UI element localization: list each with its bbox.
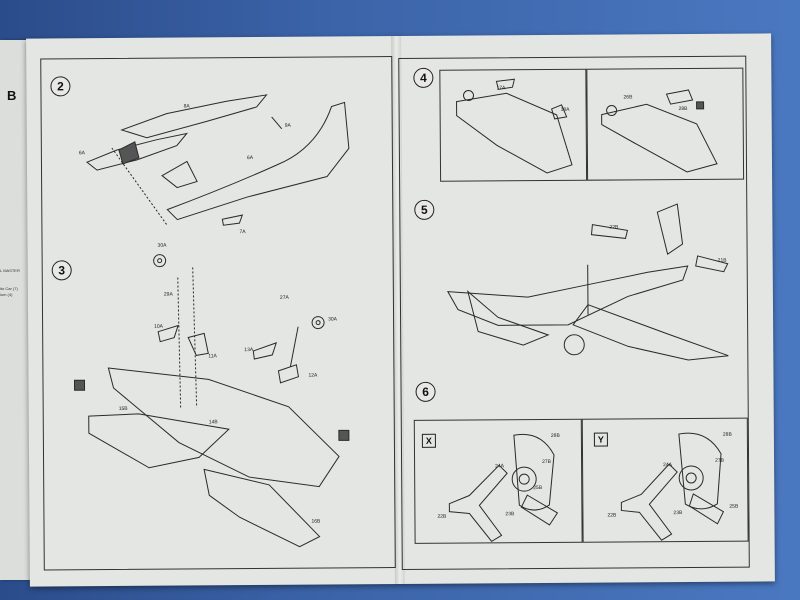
part-label: 25B: [533, 485, 543, 492]
part-label: 25B: [729, 503, 739, 510]
part-label: 26B: [623, 94, 633, 101]
page-letter: B: [7, 88, 17, 103]
part-label: 15B: [118, 405, 128, 412]
part-label: 12A: [308, 372, 318, 379]
part-label: 22B: [609, 224, 619, 231]
part-label: 14B: [208, 419, 218, 426]
part-label: 30A: [328, 316, 337, 323]
part-label: 24A: [663, 462, 673, 469]
step-4-cockpit-drawing: [456, 78, 718, 174]
edge-text-line: L MASTER: [0, 268, 20, 273]
part-label: 27B: [715, 457, 724, 464]
part-label: 23B: [673, 510, 683, 517]
part-label: 6A: [78, 150, 86, 157]
part-label: 8A: [183, 103, 190, 110]
part-label: 28B: [722, 431, 732, 438]
edge-text-line: ito Car (7): [0, 286, 18, 291]
part-label: 24A: [495, 463, 505, 470]
step-5-aircraft-drawing: [446, 203, 729, 361]
part-label: 16B: [311, 518, 321, 525]
part-label: 6A: [246, 155, 254, 162]
part-label: 22B: [607, 512, 617, 519]
step-2-fuselage-drawing: [85, 94, 350, 226]
part-label: 17A: [496, 85, 506, 92]
edge-text-line: ium (4): [0, 292, 13, 297]
part-label: 11A: [208, 353, 217, 360]
part-label: 7A: [239, 229, 246, 236]
part-label: 27A: [279, 294, 289, 301]
assembly-drawings: [73, 78, 729, 548]
step-6-propeller-drawing: [448, 432, 725, 543]
part-label: 22B: [437, 513, 447, 520]
instruction-sheet: 2 3 4 5 6 X Y: [26, 33, 775, 587]
part-label: 9A: [284, 122, 291, 129]
part-label: 28B: [550, 432, 560, 439]
step-3-wing-drawing: [73, 254, 350, 548]
part-label: 28B: [678, 105, 688, 113]
part-label: 10A: [154, 323, 164, 330]
part-label: 13A: [244, 347, 254, 354]
part-label: 21B: [717, 257, 727, 264]
part-label: 23B: [505, 511, 515, 518]
part-label: 30A: [157, 242, 167, 249]
part-label: 18A: [560, 106, 570, 113]
part-label: 27B: [542, 458, 551, 466]
part-label: 29A: [163, 291, 173, 298]
